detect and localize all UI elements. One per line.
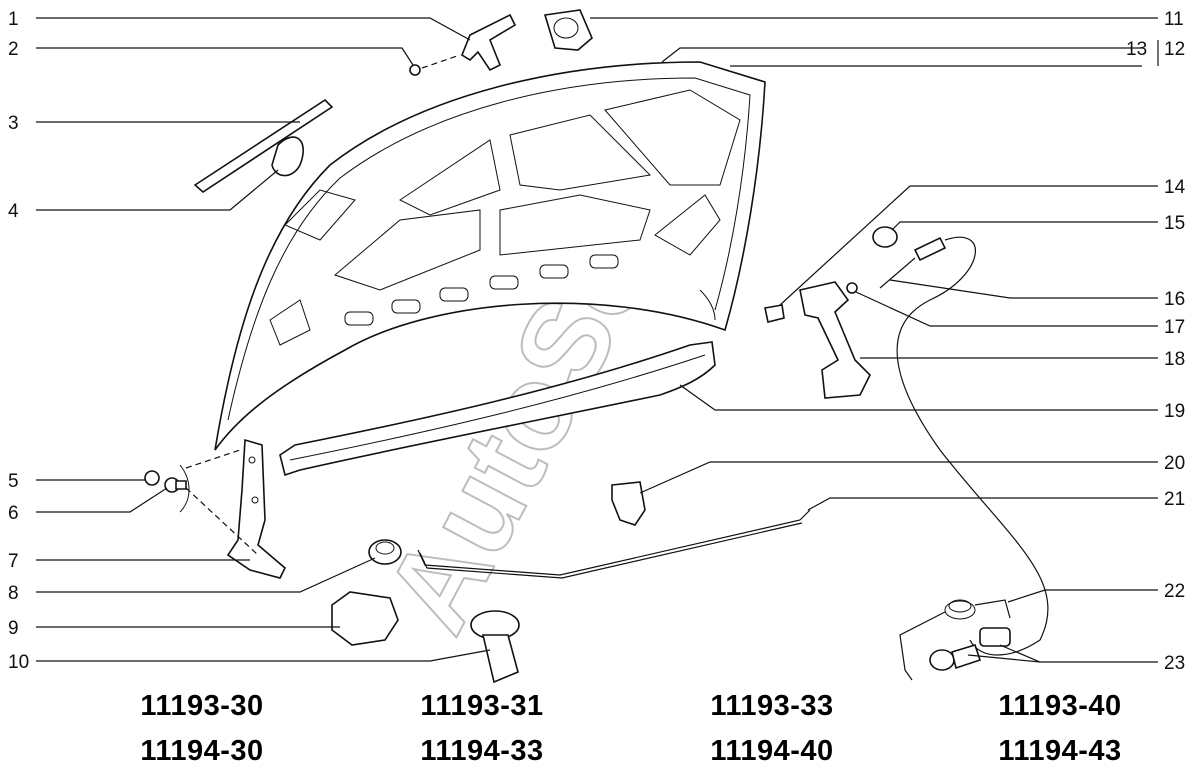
grommet: [543, 9, 593, 51]
callout-1: 1: [8, 9, 19, 30]
model-code-4: 11193-40: [998, 690, 1122, 722]
callout-9: 9: [8, 618, 19, 639]
leader-lines: [36, 17, 1159, 663]
nut: [409, 64, 421, 76]
seal-strip: [279, 341, 716, 477]
bolt: [164, 477, 187, 493]
callout-4: 4: [8, 201, 19, 222]
callout-3: 3: [8, 113, 19, 134]
rubber-bumper: [368, 539, 402, 565]
model-code-6: 11194-33: [420, 735, 544, 767]
hood-panel: [214, 61, 766, 451]
rod-clip: [611, 481, 646, 526]
release-cable: [896, 236, 1049, 656]
screw: [764, 304, 785, 323]
callout-22: 22: [1164, 581, 1185, 602]
callout-10: 10: [8, 652, 29, 673]
model-code-1: 11193-30: [140, 690, 264, 722]
callout-19: 19: [1164, 401, 1185, 422]
model-code-2: 11193-31: [420, 690, 544, 722]
model-code-3: 11193-33: [710, 690, 834, 722]
washer: [144, 470, 160, 486]
callout-12: 12: [1164, 39, 1185, 60]
callout-11: 11: [1164, 9, 1184, 30]
callout-14: 14: [1164, 177, 1186, 198]
model-code-5: 11194-30: [140, 735, 264, 767]
release-handle: [799, 281, 871, 399]
latch-bracket: [461, 13, 517, 72]
adjustable-stop: [470, 610, 520, 684]
callout-20: 20: [1164, 453, 1185, 474]
callout-labels: 1 2 3 4 5 6 7 8 9 10 11 12 13 14 15 16 1…: [8, 9, 1186, 674]
callout-21: 21: [1164, 489, 1185, 510]
callout-15: 15: [1164, 213, 1185, 234]
cap: [872, 226, 898, 248]
rod-holder: [193, 98, 334, 194]
spring: [899, 599, 1011, 681]
small-nut: [846, 282, 858, 294]
callout-23: 23: [1164, 653, 1185, 674]
model-code-8: 11194-43: [998, 735, 1122, 767]
callout-8: 8: [8, 583, 19, 604]
cable-end: [879, 236, 947, 289]
callout-6: 6: [8, 503, 19, 524]
callout-5: 5: [8, 471, 19, 492]
callout-7: 7: [8, 551, 19, 572]
callout-13: 13: [1126, 39, 1147, 60]
callout-17: 17: [1164, 317, 1185, 338]
callout-16: 16: [1164, 289, 1185, 310]
callout-2: 2: [8, 39, 19, 60]
hood-hinge: [226, 438, 286, 579]
buffer: [331, 591, 399, 646]
model-code-7: 11194-40: [710, 735, 834, 767]
lock: [929, 627, 1011, 671]
callout-18: 18: [1164, 349, 1185, 370]
